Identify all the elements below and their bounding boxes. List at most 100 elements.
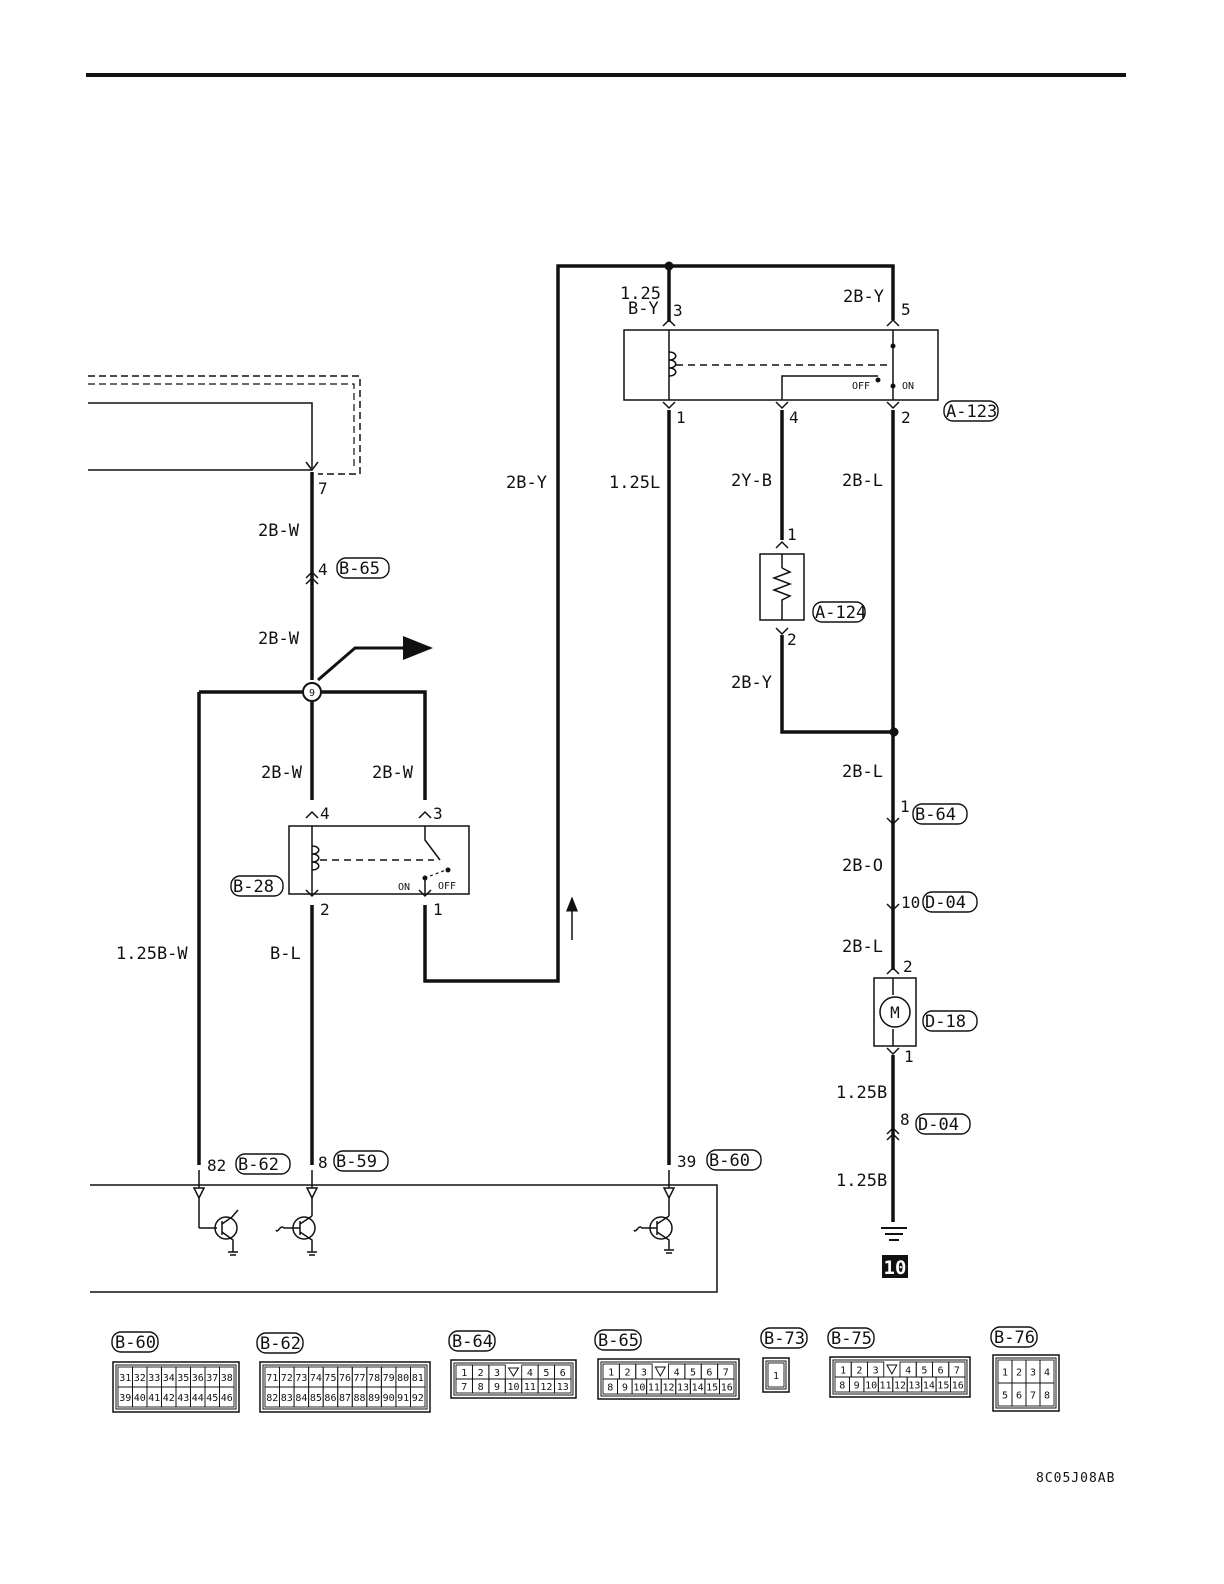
- legend-pin-number: 44: [192, 1393, 204, 1404]
- legend-name-badge: [594, 1329, 642, 1351]
- legend-pin-number: 12: [894, 1381, 906, 1392]
- legend-pin-number: 10: [507, 1382, 519, 1393]
- wire-label: 2B-Y: [506, 473, 547, 493]
- transistor-icon: [633, 1198, 674, 1254]
- pin-number: 39: [677, 1152, 696, 1171]
- legend-pin-number: 1: [773, 1371, 779, 1382]
- legend-pin-number: 4: [527, 1368, 533, 1379]
- legend-pin-number: 92: [412, 1393, 424, 1404]
- wire-label: 1.25B: [836, 1083, 887, 1103]
- relay-coil-icon: [311, 845, 320, 871]
- legend-pin-number: 87: [339, 1393, 351, 1404]
- legend-connector-name: B-65: [598, 1331, 639, 1351]
- legend-connector-housing: [762, 1357, 790, 1393]
- wire-label: B-L: [270, 944, 301, 964]
- pin-number: 3: [673, 301, 683, 320]
- legend-pin-number: 6: [706, 1368, 712, 1379]
- pin-number: 4: [318, 560, 328, 579]
- legend-connector-name: B-73: [764, 1329, 805, 1349]
- connector-b64-label: B-64: [915, 805, 956, 825]
- legend-pin-number: 8: [1044, 1391, 1050, 1402]
- legend-pin-number: 73: [295, 1373, 307, 1384]
- legend-pin-number: 5: [543, 1368, 549, 1379]
- legend-connector-inner: [995, 1357, 1057, 1409]
- legend-pin-number: 80: [397, 1373, 409, 1384]
- legend-connector-inner: [600, 1361, 737, 1397]
- legend-pin-cell: [718, 1378, 735, 1395]
- legend-pin-number: 35: [177, 1373, 189, 1384]
- legend-pin-number: 40: [134, 1393, 146, 1404]
- relay-a123: OFF ON: [623, 329, 939, 401]
- ground-number-box: [882, 1255, 908, 1278]
- legend-pin-number: 39: [119, 1393, 131, 1404]
- wire-label: 1.25B-W: [116, 944, 188, 964]
- legend-pin-number: 91: [397, 1393, 409, 1404]
- legend-pin-number: 2: [856, 1366, 862, 1377]
- splice-number: 9: [309, 688, 315, 699]
- wire-label: B-Y: [628, 299, 659, 319]
- legend-key-mark: [886, 1364, 898, 1376]
- legend-pin-number: 77: [354, 1373, 366, 1384]
- legend-pin-number: 7: [1030, 1391, 1036, 1402]
- legend-name-badge: [760, 1327, 808, 1349]
- pin-number: 1: [900, 797, 910, 816]
- legend-pin-number: 90: [383, 1393, 395, 1404]
- legend-pin-number: 79: [383, 1373, 395, 1384]
- legend-pin-number: 36: [192, 1373, 204, 1384]
- legend-pin-cell: [767, 1362, 785, 1388]
- connector-d04-label: D-04: [925, 893, 966, 913]
- legend-pin-number: 89: [368, 1393, 380, 1404]
- legend-pin-number: 13: [677, 1383, 689, 1394]
- legend-pin-number: 71: [266, 1373, 278, 1384]
- wires: [197, 264, 895, 1222]
- connector-marks: [305, 318, 900, 1141]
- pin-number: 7: [318, 479, 328, 498]
- motor-symbol: M: [890, 1003, 900, 1022]
- connector-d04-label: D-04: [918, 1115, 959, 1135]
- connector-b28-label: B-28: [233, 877, 274, 897]
- legend-name-badge: [111, 1331, 159, 1353]
- wire-label: 1.25L: [609, 473, 660, 493]
- pin-number: 4: [789, 408, 799, 427]
- connector-a123-label: A-123: [946, 402, 997, 422]
- legend-pin-number: 3: [641, 1368, 647, 1379]
- legend-pin-number: 81: [412, 1373, 424, 1384]
- legend-pin-number: 3: [1030, 1368, 1036, 1379]
- legend-pin-number: 4: [674, 1368, 680, 1379]
- legend-connector-name: B-60: [115, 1333, 156, 1353]
- legend-pin-number: 14: [923, 1381, 935, 1392]
- pin-number: 5: [901, 300, 911, 319]
- wire-label: 2B-L: [842, 937, 883, 957]
- legend-pin-number: 72: [281, 1373, 293, 1384]
- legend-pin-number: 16: [721, 1383, 733, 1394]
- legend-pin-number: 38: [221, 1373, 233, 1384]
- pin-number: 1: [433, 900, 443, 919]
- legend-pin-number: 8: [478, 1382, 484, 1393]
- legend-pin-number: 45: [206, 1393, 218, 1404]
- legend-name-badge: [448, 1330, 496, 1352]
- relay-b28: ON OFF: [288, 825, 470, 895]
- off-label: OFF: [852, 381, 870, 392]
- legend-pin-number: 84: [295, 1393, 307, 1404]
- ground-icon: [881, 1227, 907, 1241]
- connector-b65-label: B-65: [339, 559, 380, 579]
- legend-key-mark: [507, 1367, 520, 1377]
- transistor-icon: [198, 1198, 239, 1256]
- legend-pin-number: 5: [1002, 1391, 1008, 1402]
- upper-left-unit: [88, 375, 361, 475]
- legend-connector-inner: [262, 1364, 428, 1410]
- motor-d18: M: [873, 977, 917, 1047]
- legend-name-badge: [256, 1332, 304, 1354]
- legend-pin-number: 43: [177, 1393, 189, 1404]
- pin-number: 2: [901, 408, 911, 427]
- legend-pin-number: 83: [281, 1393, 293, 1404]
- legend-connector-name: B-76: [994, 1328, 1035, 1348]
- legend-pin-number: 74: [310, 1373, 322, 1384]
- ecu-unit: [90, 1170, 718, 1293]
- legend-pin-number: 13: [908, 1381, 920, 1392]
- legend-pin-number: 1: [461, 1368, 467, 1379]
- legend-pin-number: 2: [1016, 1368, 1022, 1379]
- wire-label: 2Y-B: [731, 471, 772, 491]
- legend-pin-cell: [219, 1386, 235, 1408]
- wire-label: 2B-W: [258, 629, 300, 649]
